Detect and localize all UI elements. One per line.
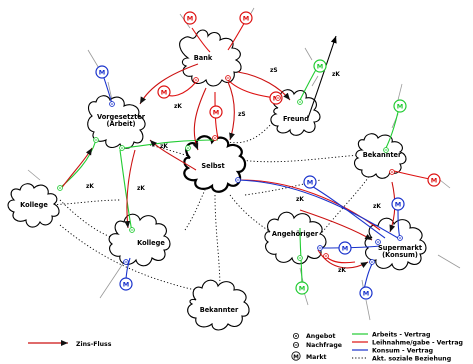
demand-dot — [93, 137, 99, 143]
market-marker: M — [119, 277, 133, 291]
node-labels: Bank Selbst Freund Bekannter Kollege Kol… — [20, 54, 422, 314]
demand-dot — [235, 177, 241, 183]
market-symbol: M — [317, 62, 323, 70]
demand-dot — [383, 147, 389, 153]
market-markers: MMMMMMMMMMMMMMM — [95, 11, 441, 300]
interest-label: zS — [238, 112, 246, 118]
offer-dot — [375, 239, 381, 245]
interest-labels: zK zS zS zK zK zK zK zK zK zK — [86, 68, 381, 274]
market-marker: M — [391, 197, 405, 211]
market-marker: M — [427, 173, 441, 187]
offer-dot — [323, 253, 329, 259]
offer-dot — [297, 99, 303, 105]
market-symbol: M — [187, 14, 193, 22]
label-bekannter-right: Bekannter — [363, 151, 402, 159]
legend-konsum-label: Konsum - Vertrag — [372, 348, 433, 355]
legend-flow-label: Zins-Fluss — [76, 341, 112, 348]
market-symbol: M — [307, 178, 313, 186]
legend-markt-label: Markt — [306, 354, 326, 361]
offer-dot — [369, 259, 375, 265]
offer-dot — [109, 101, 115, 107]
label-supermarkt: Supermarkt(Konsum) — [378, 244, 422, 259]
market-marker: M — [359, 286, 373, 300]
legend-markt-symbol: M — [293, 354, 299, 360]
offer-dot — [389, 169, 395, 175]
market-marker: M — [157, 85, 171, 99]
legend-angebot-label: Angebot — [306, 333, 335, 340]
legend-arbeit-label: Arbeits - Vertrag — [372, 332, 430, 339]
label-selbst: Selbst — [201, 162, 224, 170]
legend-leih-label: Leihnahme/gabe - Vertrag — [372, 340, 463, 347]
offer-dot — [185, 145, 191, 151]
blob-selbst — [183, 135, 247, 193]
market-marker: M — [95, 65, 109, 79]
demand-dot — [275, 95, 281, 101]
label-kollege-mid: Kollege — [137, 239, 165, 247]
legend-markt-icon — [291, 351, 301, 361]
market-symbol: M — [431, 176, 437, 184]
interest-label: zK — [86, 184, 94, 190]
offer-dot — [397, 235, 403, 241]
offer-demand-dots — [57, 75, 403, 265]
label-kollege-left: Kollege — [20, 201, 48, 209]
offer-dot — [212, 135, 218, 141]
market-marker: M — [303, 175, 317, 189]
blob-supermarkt — [364, 217, 427, 271]
interest-label: zS — [270, 68, 278, 74]
demand-dot — [297, 255, 303, 261]
blob-kollege-left — [7, 183, 60, 228]
blob-bekannter-right — [353, 133, 407, 179]
market-symbol: M — [99, 68, 105, 76]
label-bekannter-bottom: Bekannter — [200, 306, 239, 314]
interest-label: zK — [160, 144, 168, 150]
blob-angehoeriger — [264, 211, 327, 265]
interest-label: zK — [296, 197, 304, 203]
offer-dot — [193, 77, 199, 83]
market-marker: M — [338, 241, 352, 255]
offer-dot — [119, 145, 125, 151]
interest-label: zK — [338, 268, 346, 274]
market-marker: M — [239, 11, 253, 25]
interest-label: zK — [373, 204, 381, 210]
spokes — [27, 7, 461, 321]
market-marker: M — [313, 59, 327, 73]
market-marker: M — [295, 281, 309, 295]
legend-sozial-label: Akt. soziale Beziehung — [372, 356, 451, 363]
market-symbol: M — [363, 289, 369, 297]
interest-label: zK — [332, 72, 340, 78]
legend: Zins-Fluss Angebot Nachfrage M Markt Arb… — [28, 332, 463, 363]
offer-dot — [57, 185, 63, 191]
market-symbol: M — [213, 108, 219, 116]
market-symbol: M — [299, 284, 305, 292]
node-blobs — [7, 29, 427, 331]
market-marker: M — [393, 99, 407, 113]
market-symbol: M — [395, 200, 401, 208]
blob-vorgesetzter — [87, 95, 146, 149]
legend-nachfrage-label: Nachfrage — [306, 342, 342, 349]
label-freund: Freund — [283, 115, 309, 123]
demand-dot — [225, 75, 231, 81]
demand-dot — [129, 227, 135, 233]
market-symbol: M — [123, 280, 129, 288]
label-vorgesetzter: Vorgesetzter(Arbeit) — [97, 113, 146, 128]
interest-flows — [59, 35, 396, 269]
demand-dot — [123, 259, 129, 265]
market-symbol: M — [161, 88, 167, 96]
blob-bekannter-bottom — [187, 279, 250, 331]
label-bank: Bank — [194, 54, 213, 62]
market-symbol: M — [243, 14, 249, 22]
blob-freund — [270, 89, 321, 136]
demand-dot — [317, 245, 323, 251]
blob-bank — [179, 29, 242, 87]
label-angehoeriger: Angehöriger — [272, 230, 319, 238]
market-symbol: M — [397, 102, 403, 110]
market-symbol: M — [342, 244, 348, 252]
market-marker: M — [183, 11, 197, 25]
market-marker: M — [209, 105, 223, 119]
interest-label: zK — [137, 186, 145, 192]
interest-label: zK — [174, 104, 182, 110]
